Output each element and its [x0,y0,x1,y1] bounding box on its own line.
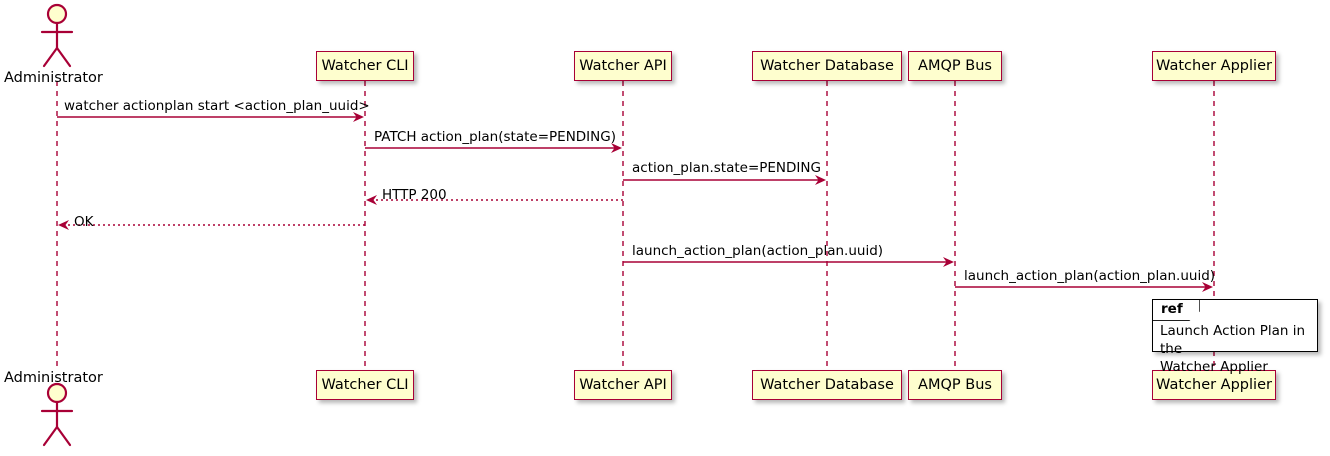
participant-foot-watcher-database[interactable]: Watcher Database [752,370,902,400]
ref-frame: ref Launch Action Plan in the Watcher Ap… [1152,299,1318,375]
message-label-launch-action-plan-api-to-bus: launch_action_plan(action_plan.uuid) [632,243,884,259]
participant-head-amqp-bus[interactable]: AMQP Bus [908,51,1002,81]
participant-foot-watcher-api[interactable]: Watcher API [574,370,672,400]
message-label-watcher-actionplan-start: watcher actionplan start <action_plan_uu… [64,98,370,114]
participant-head-watcher-api[interactable]: Watcher API [574,51,672,81]
message-arrow-head-message-watcher-actionplan-start [353,112,364,122]
participant-foot-amqp-bus[interactable]: AMQP Bus [908,370,1002,400]
participant-head-watcher-cli[interactable]: Watcher CLI [316,51,414,81]
message-arrow-head-message-launch-action-plan-bus-to-applier [1202,282,1213,292]
message-arrow-head-message-launch-action-plan-api-to-bus [943,257,954,267]
participant-head-watcher-database[interactable]: Watcher Database [752,51,902,81]
message-arrow-head-message-patch-action-plan [611,143,622,153]
message-arrow-head-message-http-200 [366,195,377,205]
message-label-http-200: HTTP 200 [382,187,447,203]
participant-foot-label-watcher-api: Watcher API [579,376,667,393]
participant-head-label-watcher-cli: Watcher CLI [321,57,409,74]
participant-foot-watcher-applier[interactable]: Watcher Applier [1152,370,1276,400]
message-label-ok: OK [74,214,94,230]
actor-label-administrator-bottom: Administrator [4,370,103,386]
participant-head-label-watcher-database: Watcher Database [760,57,894,74]
message-label-patch-action-plan: PATCH action_plan(state=PENDING) [374,129,616,145]
participant-foot-label-watcher-cli: Watcher CLI [321,376,409,393]
message-arrow-head-message-action-plan-state-pending [815,175,826,185]
participant-head-watcher-applier[interactable]: Watcher Applier [1152,51,1276,81]
participant-foot-watcher-cli[interactable]: Watcher CLI [316,370,414,400]
participant-head-label-amqp-bus: AMQP Bus [918,57,992,74]
participant-foot-label-watcher-database: Watcher Database [760,376,894,393]
actor-figure-administrator-top[interactable] [40,3,74,68]
actor-label-administrator-top: Administrator [4,70,103,86]
participant-foot-label-amqp-bus: AMQP Bus [918,376,992,393]
ref-frame-body-text: Launch Action Plan in the Watcher Applie… [1160,323,1306,376]
message-label-launch-action-plan-bus-to-applier: launch_action_plan(action_plan.uuid) [964,268,1216,284]
message-label-action-plan-state-pending: action_plan.state=PENDING [632,160,821,176]
participant-foot-label-watcher-applier: Watcher Applier [1156,376,1272,393]
actor-figure-administrator-bottom[interactable] [40,382,74,447]
participant-head-label-watcher-api: Watcher API [579,57,667,74]
ref-frame-tab-label: ref [1153,300,1200,321]
participant-head-label-watcher-applier: Watcher Applier [1156,57,1272,74]
message-arrow-head-message-ok [58,220,69,230]
